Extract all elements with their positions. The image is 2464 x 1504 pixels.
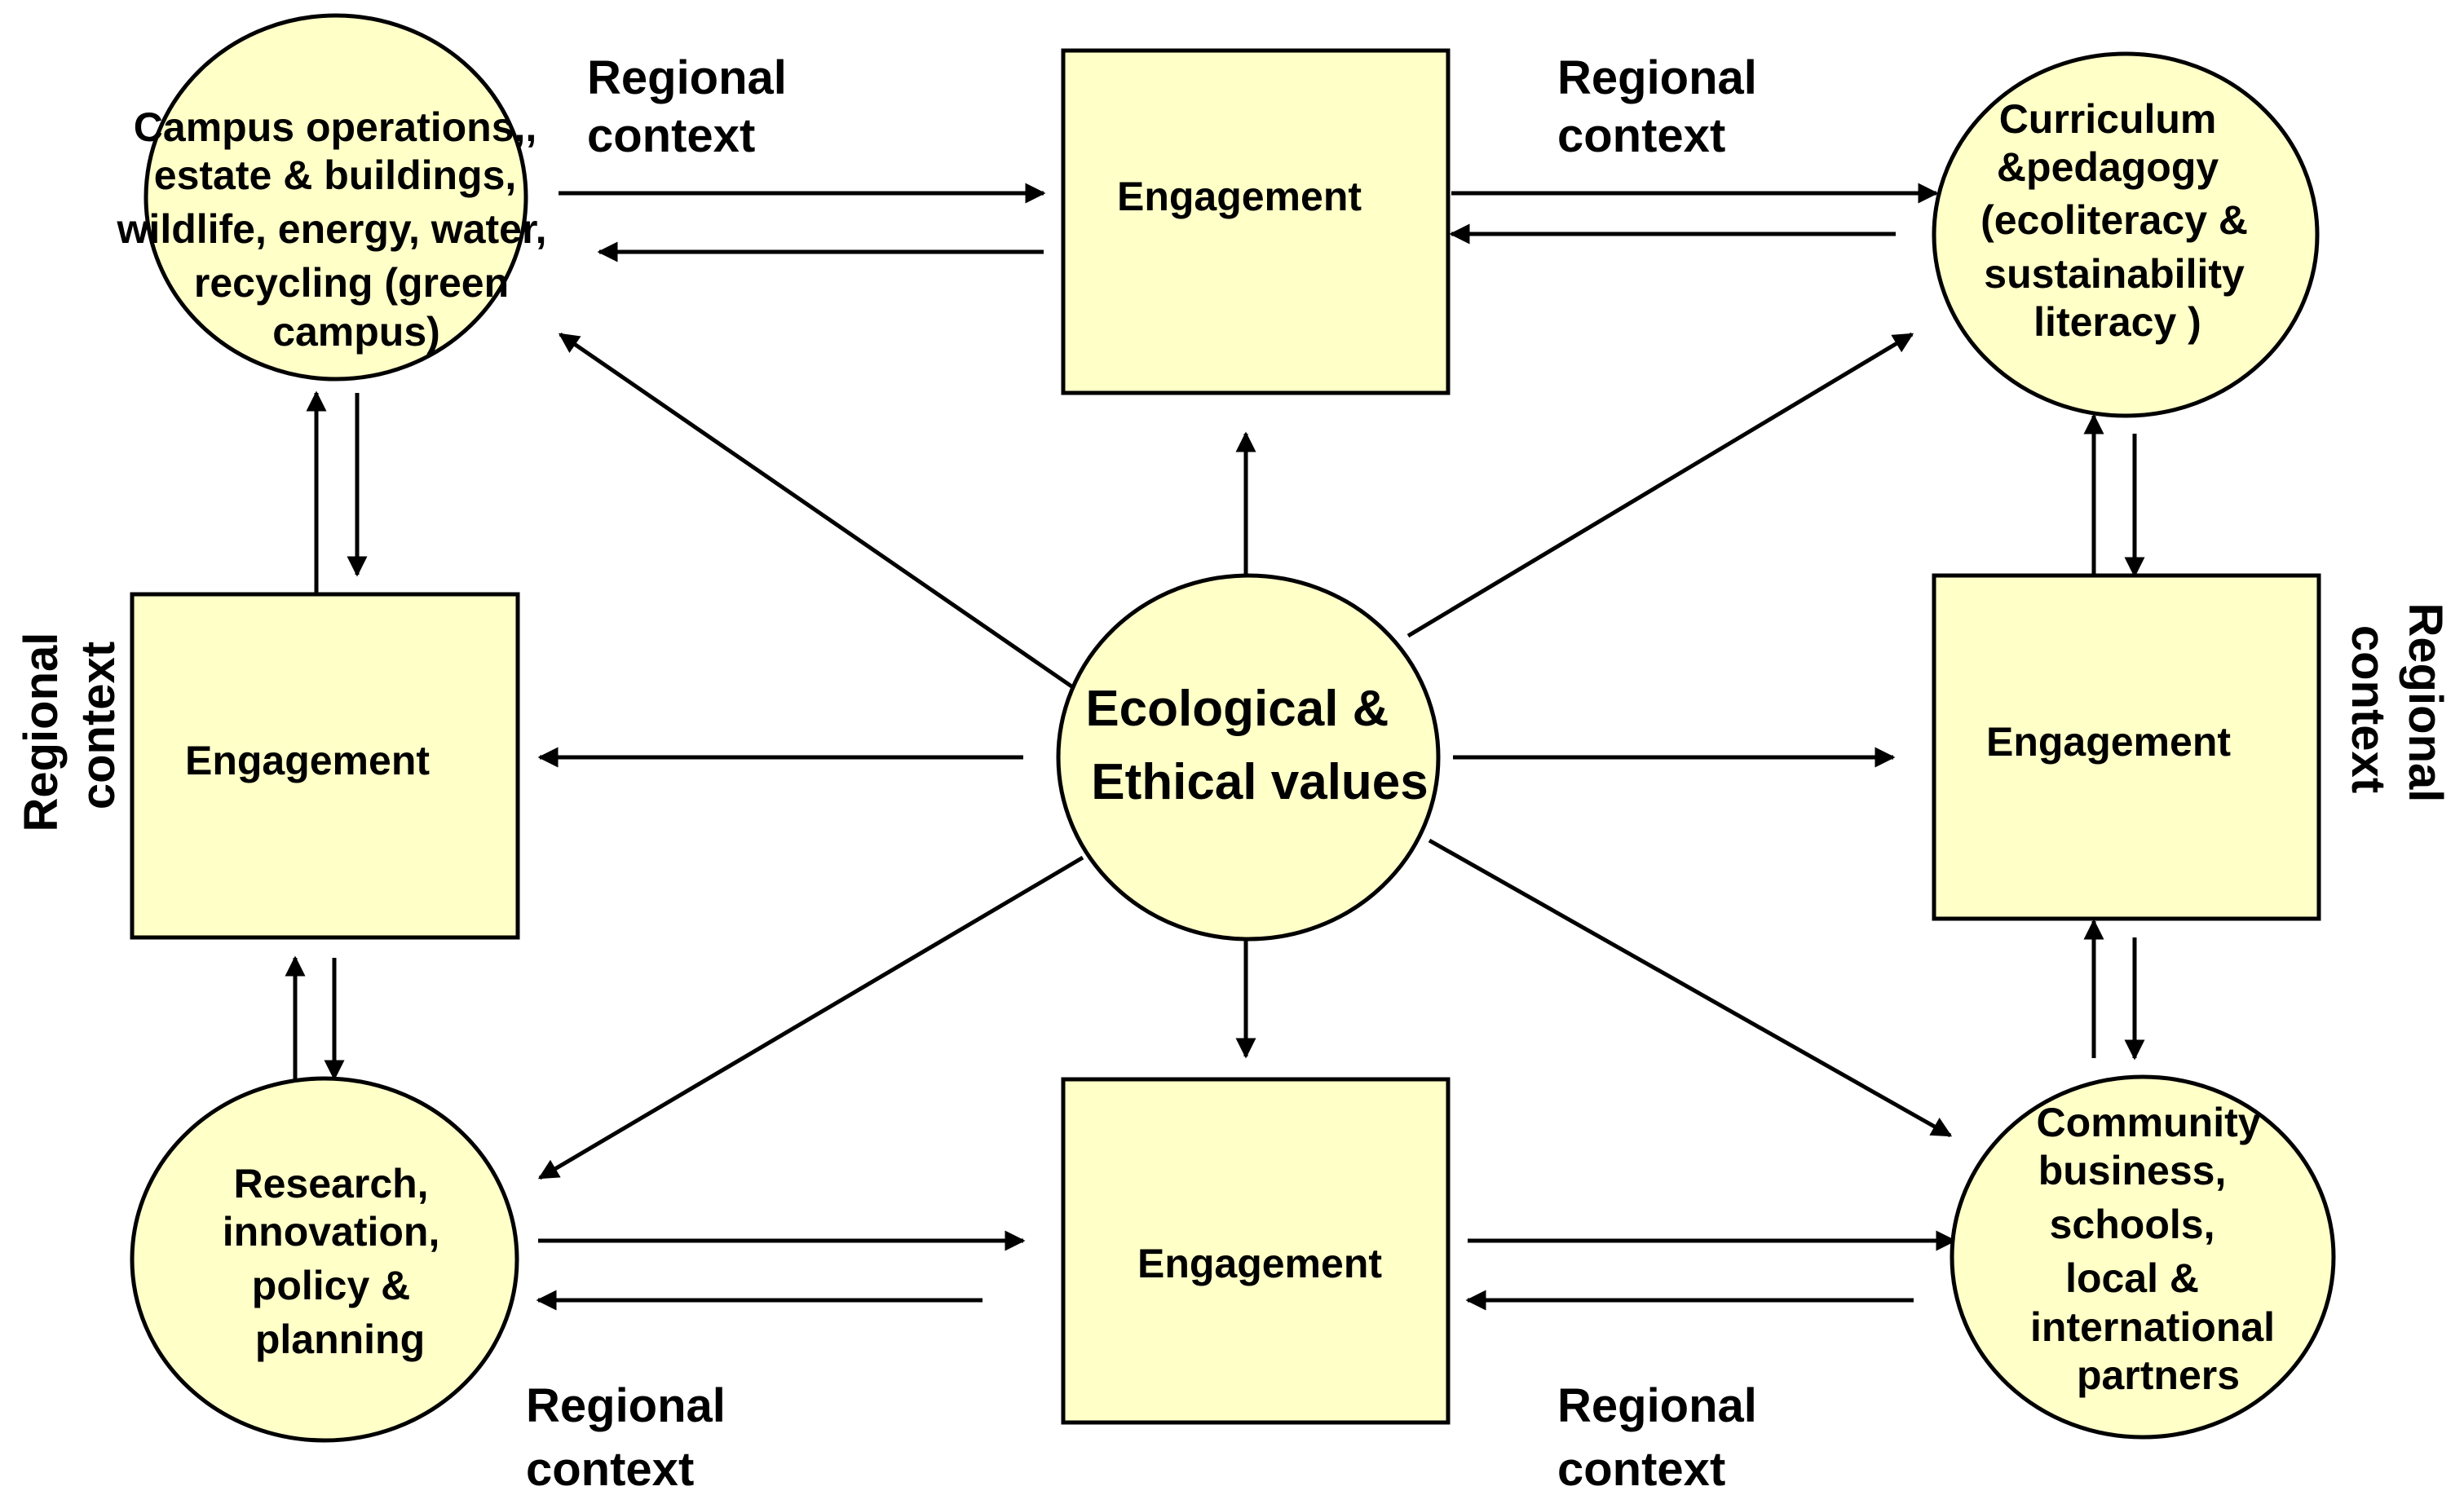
research-line-2: innovation,: [223, 1209, 440, 1255]
campus-line-4: recycling (green: [194, 260, 509, 306]
node-community-partners: Community business, schools, local & int…: [1950, 1074, 2336, 1440]
research-line-4: planning: [255, 1317, 425, 1362]
campus-line-1: Campus operations,,: [134, 104, 537, 150]
campus-line-3: wildlife, energy, water,: [117, 206, 547, 252]
research-text: Research, innovation, policy & planning: [223, 1161, 452, 1362]
node-curriculum-pedagogy: Curriculum &pedagogy (ecoliteracy & sust…: [1932, 51, 2320, 418]
community-line-2: business,: [2038, 1148, 2227, 1193]
curriculum-line-1: Curriculum: [1999, 96, 2217, 142]
community-line-6: partners: [2077, 1352, 2240, 1398]
community-line-3: schools,: [2050, 1202, 2215, 1247]
community-line-5: international: [2030, 1304, 2275, 1350]
engagement-left-label: Engagement: [185, 738, 430, 783]
center-text: Ecological & Ethical values: [1085, 681, 1428, 810]
campus-operations-text: Campus operations,, estate & buildings, …: [117, 104, 559, 355]
arrow-center-to-research: [537, 855, 1084, 1180]
arrows: [285, 183, 2145, 1311]
curriculum-line-3: (ecoliteracy &: [1980, 197, 2248, 243]
engagement-box-left: Engagement: [130, 592, 520, 940]
engagement-box-right: Engagement: [1932, 573, 2321, 921]
center-line-2: Ethical values: [1091, 754, 1429, 810]
research-line-3: policy &: [252, 1263, 410, 1308]
community-text: Community business, schools, local & int…: [2030, 1100, 2286, 1398]
engagement-box-top: Engagement: [1061, 48, 1451, 395]
node-research-innovation: Research, innovation, policy & planning: [130, 1076, 519, 1443]
campus-line-5: campus): [272, 309, 440, 355]
engagement-bottom-label: Engagement: [1137, 1241, 1382, 1286]
curriculum-line-5: literacy ): [2033, 299, 2201, 345]
regional-context-left: Regional context: [15, 619, 125, 831]
regional-context-bottom-right: Regional context: [1557, 1379, 1770, 1496]
regional-context-bottom-left: Regional context: [526, 1379, 739, 1496]
community-line-1: Community: [2037, 1100, 2261, 1145]
curriculum-line-4: sustainability: [1984, 251, 2245, 297]
arrow-center-to-campus: [558, 332, 1080, 694]
regional-context-top-right: Regional context: [1557, 51, 1770, 162]
research-line-1: Research,: [234, 1161, 429, 1206]
engagement-box-bottom: Engagement: [1061, 1077, 1451, 1425]
arrow-center-to-community: [1428, 838, 1953, 1138]
node-campus-operations: Campus operations,, estate & buildings, …: [117, 13, 559, 382]
regional-context-right: Regional context: [2342, 602, 2452, 815]
curriculum-text: Curriculum &pedagogy (ecoliteracy & sust…: [1980, 96, 2259, 345]
community-line-4: local &: [2065, 1255, 2199, 1301]
node-ecological-ethical-values: Ecological & Ethical values: [1056, 573, 1441, 942]
regional-context-top-left: Regional context: [587, 51, 800, 162]
engagement-top-label: Engagement: [1117, 174, 1362, 219]
campus-line-2: estate & buildings,: [154, 152, 517, 198]
engagement-right-label: Engagement: [1986, 719, 2231, 765]
arrow-center-to-curriculum: [1406, 332, 1914, 638]
curriculum-line-2: &pedagogy: [1997, 144, 2219, 190]
center-line-1: Ecological &: [1085, 681, 1389, 737]
